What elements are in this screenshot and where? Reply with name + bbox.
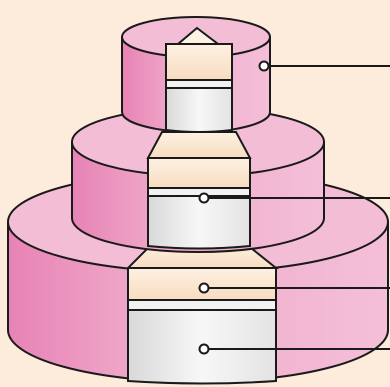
callout-bottom-filling [198,282,390,294]
middle-tier [71,107,325,253]
top-tier-sponge [165,87,233,133]
top-tier [121,16,271,133]
callout-middle-tier [198,192,390,204]
callout-bottom-base-dot [198,343,210,355]
bottom-tier-filling-layer [127,299,277,311]
top-tier-filling [165,43,233,81]
middle-tier-filling-layer [147,187,251,197]
middle-tier-sponge [147,195,251,250]
middle-tier-cream-top [146,131,252,159]
callout-top-tier-dot [258,60,270,72]
top-tier-filling-layer [165,79,233,89]
callout-bottom-base [198,343,390,355]
middle-tier-filling [147,157,251,189]
callout-top-tier [258,60,390,72]
callout-bottom-filling-dot [198,282,210,294]
callout-middle-tier-dot [198,192,210,204]
